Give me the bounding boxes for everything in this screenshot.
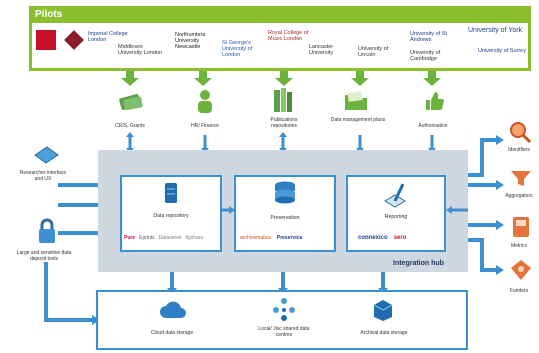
magnifier-icon xyxy=(509,121,532,144)
preservation-vendor-logos: archivematica Preservica xyxy=(240,233,332,243)
aggregators-label: Aggregators xyxy=(505,193,533,199)
logo-lancaster: Lancaster University xyxy=(309,44,334,56)
logo-northumbria: Northumbria University Newcastle xyxy=(175,32,206,50)
vendor-preservica: Preservica xyxy=(276,235,303,241)
logo-lincoln: University of Lincoln xyxy=(358,46,389,58)
reporting-label: Reporting xyxy=(384,214,408,220)
money-icon xyxy=(118,92,144,112)
authorisation-label: Authorisation xyxy=(418,123,448,129)
reporting-link-arrow xyxy=(446,206,468,214)
books-icon xyxy=(272,86,294,114)
data-repository-label: Data repository xyxy=(153,213,189,219)
vendor-connexico: connexico xyxy=(358,235,388,241)
researcher-label: Researcher interface and UX xyxy=(19,170,67,182)
vendor-dataverse: Dataverse xyxy=(158,235,182,241)
metrics-icon xyxy=(510,214,532,238)
cris-grants-label: CRIS, Grants xyxy=(115,123,145,129)
hr-finance-label: HR/ Finance xyxy=(191,123,219,129)
logo-middlesex: Middlesex University London xyxy=(118,44,163,56)
vendor-pure: Pure xyxy=(124,235,136,241)
preservation-label: Preservation xyxy=(270,215,300,221)
pen-document-icon xyxy=(381,181,409,209)
metrics-label: Metrics xyxy=(510,243,528,249)
institution-logo-icon xyxy=(36,30,56,50)
vendor-sero: sero xyxy=(393,235,407,241)
logo-st-andrews: University of St Andrews xyxy=(410,31,447,43)
repo-to-preservation-arrow xyxy=(220,206,235,214)
identifiers-label: Identifiers xyxy=(508,147,530,153)
funnel-icon xyxy=(509,168,533,188)
logo-surrey: University of Surrey xyxy=(478,48,526,54)
logo-york: University of York xyxy=(468,27,523,34)
pilots-title: Pilots xyxy=(29,6,531,23)
vendor-eprints: Eprints xyxy=(139,235,155,241)
tablet-icon xyxy=(33,145,59,165)
folder-icon xyxy=(343,90,369,112)
archive-box-icon xyxy=(371,297,395,321)
logo-imperial: Imperial College London xyxy=(88,31,128,43)
server-icon xyxy=(163,182,179,204)
funders-label: Funders xyxy=(509,288,529,294)
vendor-figshare: figshare xyxy=(185,235,204,241)
thumbs-up-icon xyxy=(422,90,444,112)
local-storage-label: Local/ Jisc shared data centres xyxy=(258,326,310,338)
cloud-icon xyxy=(159,300,187,320)
integration-hub-label: Integration hub xyxy=(393,260,444,267)
logo-st-georges: St George's University of London xyxy=(222,40,253,58)
funders-icon xyxy=(509,258,533,282)
reporting-vendor-logos: connexico sero xyxy=(358,233,444,243)
logo-rcm: Royal College of Music London xyxy=(268,30,309,42)
lock-icon xyxy=(37,218,57,244)
vendor-archivematica: archivematica xyxy=(240,235,271,241)
dmp-label: Data management plans xyxy=(330,117,386,123)
archival-storage-label: Archival data storage xyxy=(360,330,408,336)
reporting-box xyxy=(346,175,446,252)
deposit-tools-label: Large and sensitive data deposit tools xyxy=(16,250,72,262)
person-icon xyxy=(195,88,215,114)
repository-vendor-logos: Pure Eprints Dataverse figshare xyxy=(124,233,220,243)
logo-cambridge: University of Cambridge xyxy=(410,50,441,62)
network-icon xyxy=(272,296,296,322)
cloud-storage-label: Cloud data storage xyxy=(150,330,194,336)
database-stack-icon xyxy=(272,180,298,206)
publications-label: Publications repositories xyxy=(270,117,298,129)
